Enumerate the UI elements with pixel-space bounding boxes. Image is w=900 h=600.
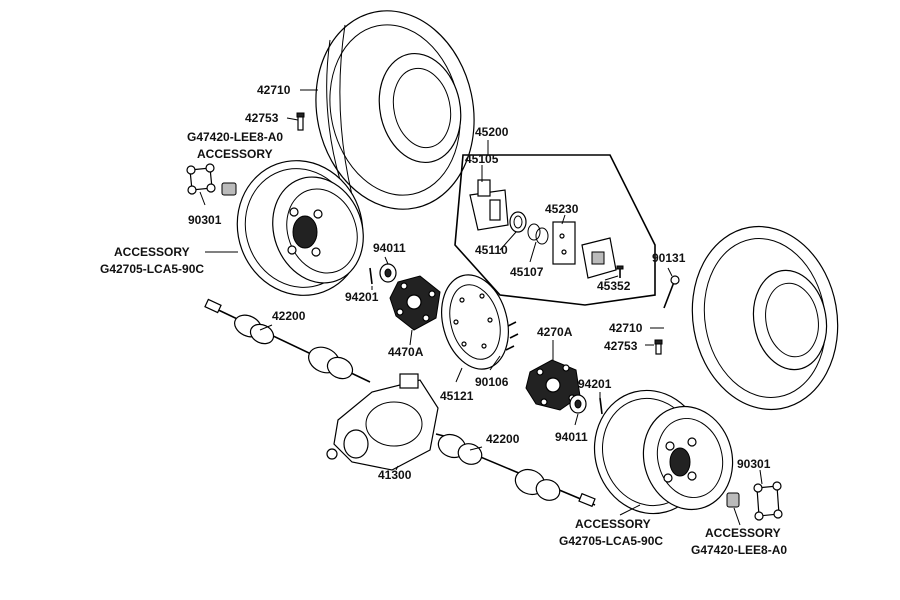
- label-wheel-right-accessory: ACCESSORY: [575, 517, 651, 531]
- label-bearing-left: 94011: [373, 241, 406, 255]
- caliper-piston[interactable]: [509, 211, 527, 233]
- caliper-assembly-outline: [454, 154, 656, 306]
- caliper-bracket[interactable]: [581, 237, 617, 279]
- cotter-pin-right[interactable]: [599, 397, 603, 415]
- label-bolt-90131: 90131: [652, 251, 686, 265]
- brake-pad-set[interactable]: [552, 221, 576, 265]
- bolt-90131[interactable]: [663, 275, 680, 309]
- label-lug-nut-left-accessory: ACCESSORY: [197, 147, 273, 161]
- label-axle-left: 42200: [272, 309, 306, 323]
- label-valve-right: 42753: [604, 339, 638, 353]
- caliper-body[interactable]: [469, 179, 509, 231]
- label-caliper-body: 45105: [465, 152, 499, 166]
- lug-nut-set-right[interactable]: [726, 481, 783, 521]
- drive-axle-left[interactable]: [204, 298, 371, 383]
- label-caliper-assembly: 45200: [475, 125, 509, 139]
- label-hub-right: 4270A: [537, 325, 573, 339]
- drive-axle-right[interactable]: [435, 431, 596, 508]
- label-pad-set: 45230: [545, 202, 579, 216]
- label-lug-nut-left-code: G47420-LEE8-A0: [187, 130, 284, 144]
- label-tire-right: 42710: [609, 321, 643, 335]
- lug-nut-set-left[interactable]: [186, 163, 237, 196]
- bearing-right[interactable]: [569, 394, 587, 414]
- label-lug-nut-right-accessory: ACCESSORY: [705, 526, 781, 540]
- label-stud-right: 90301: [737, 457, 771, 471]
- wheel-rim-right[interactable]: [581, 378, 744, 526]
- label-stud-left: 90301: [188, 213, 222, 227]
- label-disc: 45121: [440, 389, 474, 403]
- label-seal: 45107: [510, 265, 544, 279]
- brake-disc[interactable]: [432, 267, 519, 376]
- valve-stem-left[interactable]: [296, 112, 305, 131]
- tire-right[interactable]: [678, 215, 852, 421]
- tire-left[interactable]: [298, 0, 492, 224]
- label-bearing-right: 94011: [555, 430, 588, 444]
- valve-stem-right[interactable]: [654, 339, 663, 355]
- disc-bolts[interactable]: [505, 321, 519, 351]
- label-tire-left: 42710: [257, 83, 291, 97]
- label-differential: 41300: [378, 468, 412, 482]
- label-wheel-left-accessory: ACCESSORY: [114, 245, 190, 259]
- wheel-rim-left[interactable]: [218, 143, 381, 313]
- label-cotter-right: 94201: [578, 377, 612, 391]
- label-disc-bolt: 90106: [475, 375, 509, 389]
- pad-pin[interactable]: [616, 265, 624, 278]
- hub-left[interactable]: [389, 275, 441, 331]
- differential[interactable]: [326, 373, 445, 471]
- label-pad-pin: 45352: [597, 279, 631, 293]
- bearing-left[interactable]: [379, 263, 397, 283]
- cotter-pin-left[interactable]: [369, 267, 373, 285]
- label-valve-left: 42753: [245, 111, 279, 125]
- label-cotter-left: 94201: [345, 290, 379, 304]
- label-piston: 45110: [475, 243, 508, 257]
- label-hub-left: 4470A: [388, 345, 424, 359]
- label-axle-right: 42200: [486, 432, 520, 446]
- leader-lines: [199, 89, 763, 526]
- caliper-seals[interactable]: [527, 223, 549, 245]
- label-wheel-right-code: G42705-LCA5-90C: [559, 534, 664, 548]
- label-lug-nut-right-code: G47420-LEE8-A0: [691, 543, 788, 557]
- label-wheel-left-code: G42705-LCA5-90C: [100, 262, 205, 276]
